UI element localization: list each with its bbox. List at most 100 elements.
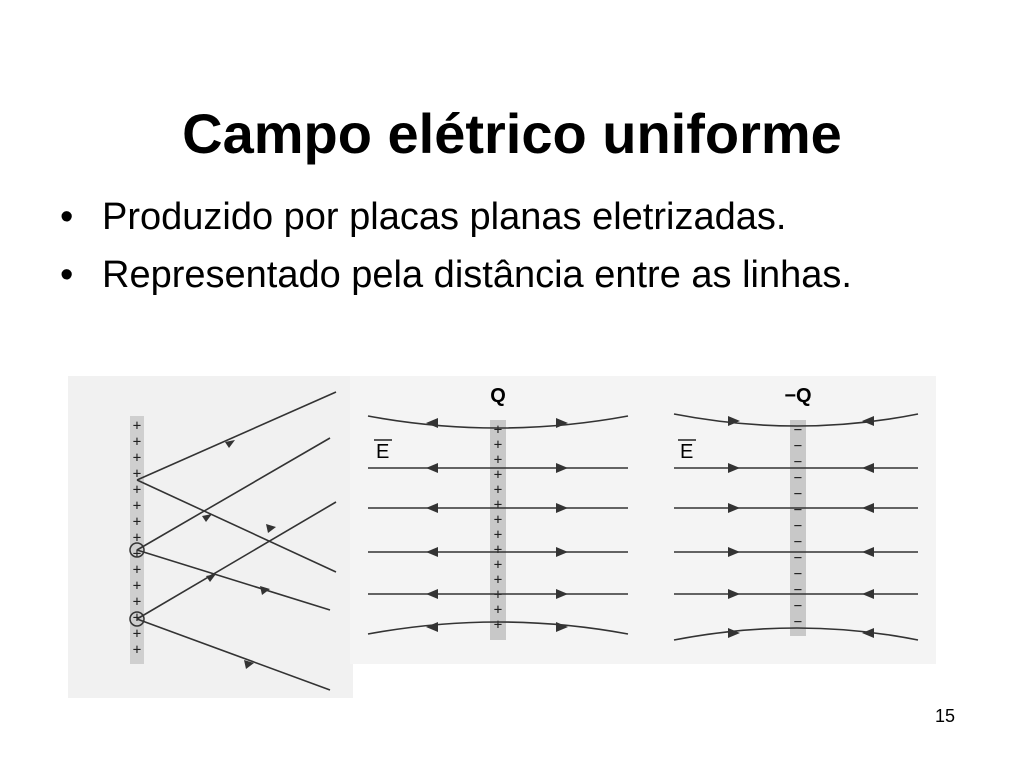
bullet-dot-icon: • (60, 196, 74, 238)
field-line (367, 621, 629, 635)
arrow-marker (426, 622, 438, 632)
uniform-field-diagram: Q ++++++++++++++ E −Q −−−−−−−−−−−−− E (367, 385, 919, 641)
negative-plate (790, 420, 806, 636)
arrow-marker (556, 463, 568, 473)
plate-charge-symbol: + (494, 467, 502, 483)
arrow-marker (556, 589, 568, 599)
plate-charge-symbol: + (133, 562, 141, 578)
plate-charge-symbol: + (494, 512, 502, 528)
arrow-marker (862, 628, 874, 638)
plate-charge-symbol: + (494, 542, 502, 558)
plate-charge-symbol: + (494, 617, 502, 633)
plate-charge-symbol: + (133, 466, 141, 482)
arrow-marker (426, 589, 438, 599)
plate-charge-symbol: + (133, 498, 141, 514)
positive-charge-icon (129, 542, 145, 558)
bullet-dot-icon: • (60, 254, 74, 296)
plate-charge-symbol: − (794, 566, 802, 582)
plate-charge-symbol: + (494, 482, 502, 498)
plate-charge-symbol: − (794, 454, 802, 470)
plate-charge-symbol: + (133, 482, 141, 498)
plate-charge-symbol: + (133, 626, 141, 642)
arrow-marker (728, 547, 740, 557)
arrow-marker (862, 503, 874, 513)
arrow-marker (426, 463, 438, 473)
plate-charge-symbol: + (494, 527, 502, 543)
arrow-marker (244, 660, 254, 669)
arrow-marker (862, 463, 874, 473)
plate-charge-symbol: + (133, 530, 141, 546)
plate-charge-symbol: + (494, 452, 502, 468)
plate-charge-symbol: + (133, 546, 141, 562)
plate-charge-symbol: + (133, 610, 141, 626)
field-line (136, 479, 337, 573)
point-charges-field-figure: +++++++++++++++ (68, 376, 353, 698)
page-number: 15 (934, 706, 956, 726)
bullet-text: Representado pela distância entre as lin… (102, 254, 852, 296)
plate-charge-symbol: − (794, 518, 802, 534)
arrow-marker (556, 418, 568, 428)
field-line (367, 415, 629, 429)
bullet-item: • Produzido por placas planas eletrizada… (60, 192, 960, 242)
plate-charge-symbol: + (494, 602, 502, 618)
uniform-field-plates-figure: Q ++++++++++++++ E −Q −−−−−−−−−−−−− E (350, 376, 936, 664)
plate-charge-symbol: − (794, 470, 802, 486)
arrow-marker (556, 622, 568, 632)
plate-charge-symbol: − (794, 614, 802, 630)
field-line (673, 627, 919, 641)
plate-charge-symbol: + (133, 642, 141, 658)
field-line (136, 549, 331, 611)
arrow-marker (728, 628, 740, 638)
plate-charge-symbol: + (494, 422, 502, 438)
plate-charge-symbol: + (133, 450, 141, 466)
plate-charge-symbol: + (494, 437, 502, 453)
arrow-marker (728, 463, 740, 473)
arrow-marker (556, 547, 568, 557)
arrow-marker (202, 514, 212, 522)
point-charges-field-diagram: +++++++++++++++ (129, 391, 337, 691)
plate-charge-symbol: + (133, 594, 141, 610)
field-label-e: E (376, 441, 389, 463)
negative-plate-group: −Q −−−−−−−−−−−−− E (673, 385, 919, 641)
arrow-marker (728, 589, 740, 599)
field-line (136, 618, 331, 691)
plate-charge-symbol: + (133, 434, 141, 450)
arrow-marker (225, 440, 235, 448)
field-label-e: E (680, 441, 693, 463)
plate-charge-symbol: − (794, 502, 802, 518)
arrow-marker (728, 503, 740, 513)
field-line (136, 501, 337, 620)
plate-charge-symbol: − (794, 582, 802, 598)
arrow-marker (426, 503, 438, 513)
plate-charge-symbol: + (494, 572, 502, 588)
plate-charge-symbol: + (494, 497, 502, 513)
arrow-marker (862, 547, 874, 557)
plate-charge-symbol: − (794, 422, 802, 438)
plate-charge-symbol: + (133, 514, 141, 530)
plate-charge-symbol: − (794, 550, 802, 566)
arrow-marker (206, 574, 216, 582)
bullet-item: • Representado pela distância entre as l… (60, 250, 960, 300)
arrow-marker (862, 416, 874, 426)
positive-plate-label: Q (490, 385, 506, 407)
arrow-marker (266, 524, 276, 533)
plate-charge-symbol: − (794, 534, 802, 550)
arrow-marker (426, 547, 438, 557)
arrow-marker (260, 586, 270, 595)
bullet-list: • Produzido por placas planas eletrizada… (60, 192, 960, 308)
positive-charge-icon (129, 611, 145, 627)
arrow-marker (862, 589, 874, 599)
plate-charge-symbol: + (133, 578, 141, 594)
plate-charge-symbol: + (133, 418, 141, 434)
field-line (673, 413, 919, 427)
positive-plate (490, 420, 506, 640)
arrow-marker (556, 503, 568, 513)
positive-plate-group: Q ++++++++++++++ E (367, 385, 629, 640)
plate-charge-symbol: − (794, 486, 802, 502)
field-line (136, 437, 331, 551)
plate-charge-symbol: − (794, 598, 802, 614)
plate-charge-symbol: + (494, 557, 502, 573)
arrow-marker (426, 418, 438, 428)
plate-charge-symbol: − (794, 438, 802, 454)
negative-plate-label: −Q (784, 385, 811, 407)
